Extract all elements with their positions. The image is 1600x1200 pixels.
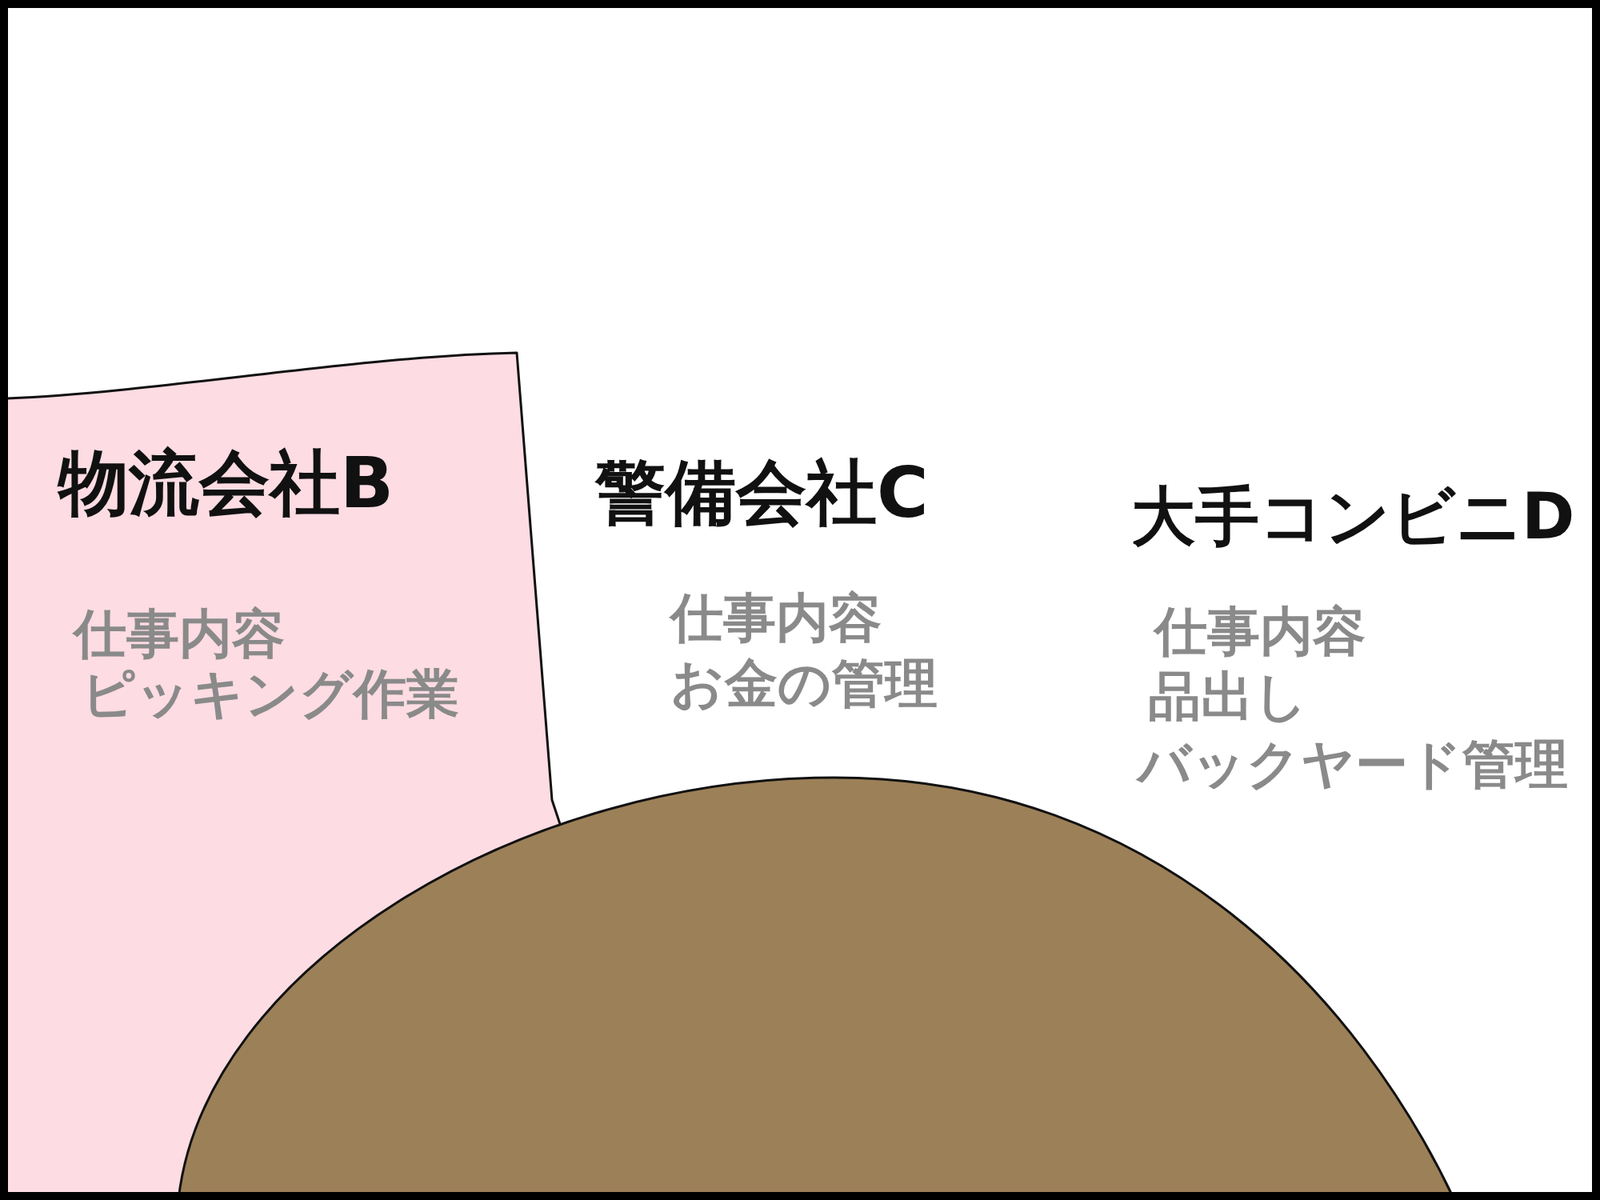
company-name: 警備会社C	[595, 452, 929, 533]
job-description: 仕事内容	[1154, 601, 1366, 663]
job-description: 仕事内容	[73, 604, 285, 665]
job-description: お金の管理	[670, 653, 938, 715]
job-description: ピッキング作業	[81, 664, 460, 725]
paper-shape	[0, 352, 570, 1200]
job-description: バックヤード管理	[1137, 734, 1568, 796]
company-name: 大手コンビニD	[1131, 480, 1575, 554]
company-name: 物流会社B	[58, 442, 394, 524]
paper-shape	[512, 376, 1122, 1200]
job-description: 品出し	[1148, 666, 1308, 728]
paper-shape	[1121, 399, 1600, 1200]
job-description: 仕事内容	[670, 588, 882, 649]
